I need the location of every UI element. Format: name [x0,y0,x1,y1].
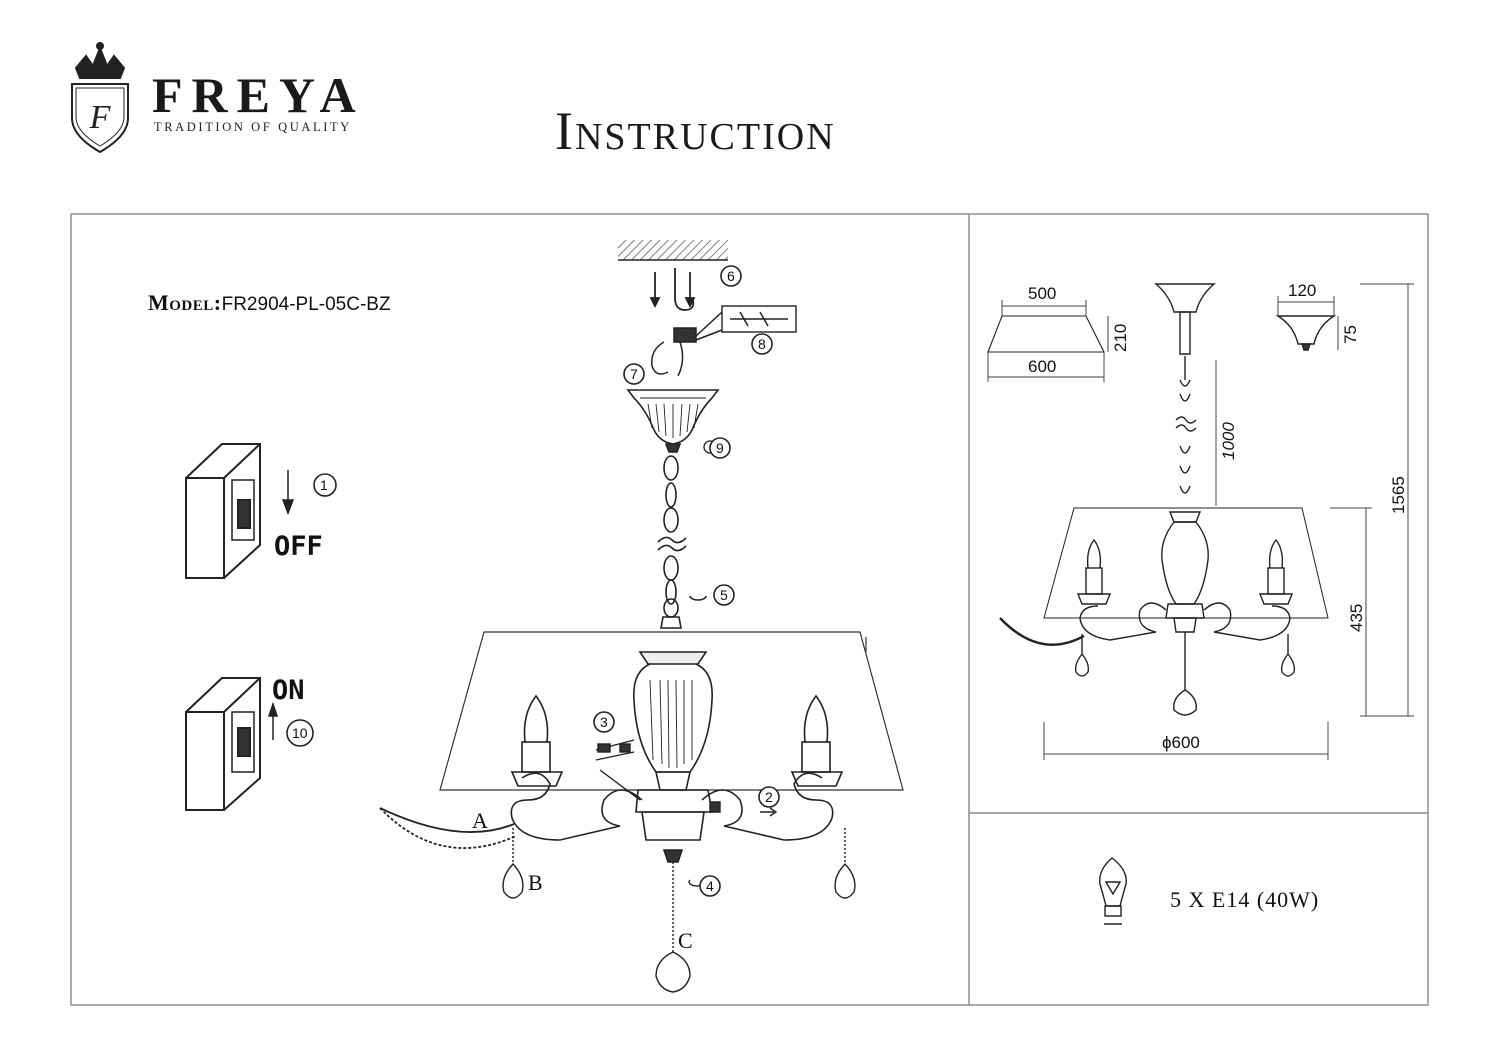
page-title: Instruction [555,101,836,161]
part-c: C [678,928,693,953]
chain [657,455,707,629]
crystal-pendant-center [655,862,706,993]
on-label: ON [272,675,305,706]
lamp-shade [439,631,904,791]
step-10: 10 [292,725,308,741]
dim-body-height: 435 [1347,603,1366,632]
wall-switch-off [185,443,261,579]
dim-diameter: ϕ600 [1162,733,1200,752]
wall-switch-on [185,677,261,811]
frame-lines [70,213,1429,1006]
lamp-arms [510,772,834,841]
step-9: 9 [716,440,724,456]
step-markers [286,265,780,897]
step-7: 7 [630,366,638,382]
ceiling-canopy [626,389,720,454]
model-line: Model:FR2904-PL-05C-BZ [148,290,391,315]
dim-canopy-height: 75 [1341,325,1360,344]
dim-canopy-width: 120 [1288,281,1317,300]
elevation-drawing [987,283,1337,716]
part-b: B [528,870,543,895]
freya-logo-crest [71,42,129,154]
dimension-lines [987,283,1414,760]
crystal-pendant-right [834,828,856,899]
dim-total-height: 1565 [1389,476,1408,514]
step-1: 1 [320,477,328,493]
candle-right [790,694,844,787]
arrow-up-icon [267,701,279,740]
bulb-spec: 5 X E14 (40W) [1170,887,1320,912]
dim-chain-length: 1000 [1219,422,1238,460]
step-4: 4 [706,878,714,894]
crystal-swag [379,807,517,849]
model-number: FR2904-PL-05C-BZ [221,294,391,315]
brand-tagline: TRADITION OF QUALITY [154,120,352,134]
model-label: Model: [148,290,222,315]
step-2: 2 [765,789,773,805]
dim-shade-height: 210 [1111,323,1130,352]
dim-shade-bottom: 600 [1028,357,1057,376]
off-label: OFF [274,531,323,562]
step-3: 3 [600,714,608,730]
step-8: 8 [758,336,766,352]
step-5: 5 [720,587,728,603]
part-a: A [472,808,488,833]
dim-shade-top: 500 [1028,284,1057,303]
step-6: 6 [727,268,735,284]
brand-name: FREYA [152,67,365,123]
crystal-pendant-left [502,828,524,899]
arrow-down-icon [281,470,295,516]
terminal-block-icon [651,305,797,377]
central-urn [633,651,713,863]
light-bulb-icon [1099,857,1127,925]
logo-monogram: F [89,99,112,136]
candle-left [510,694,564,787]
ceiling-hatch [618,240,728,260]
wire-connector-icon [595,739,778,817]
ceiling-hook-icon [649,268,696,311]
